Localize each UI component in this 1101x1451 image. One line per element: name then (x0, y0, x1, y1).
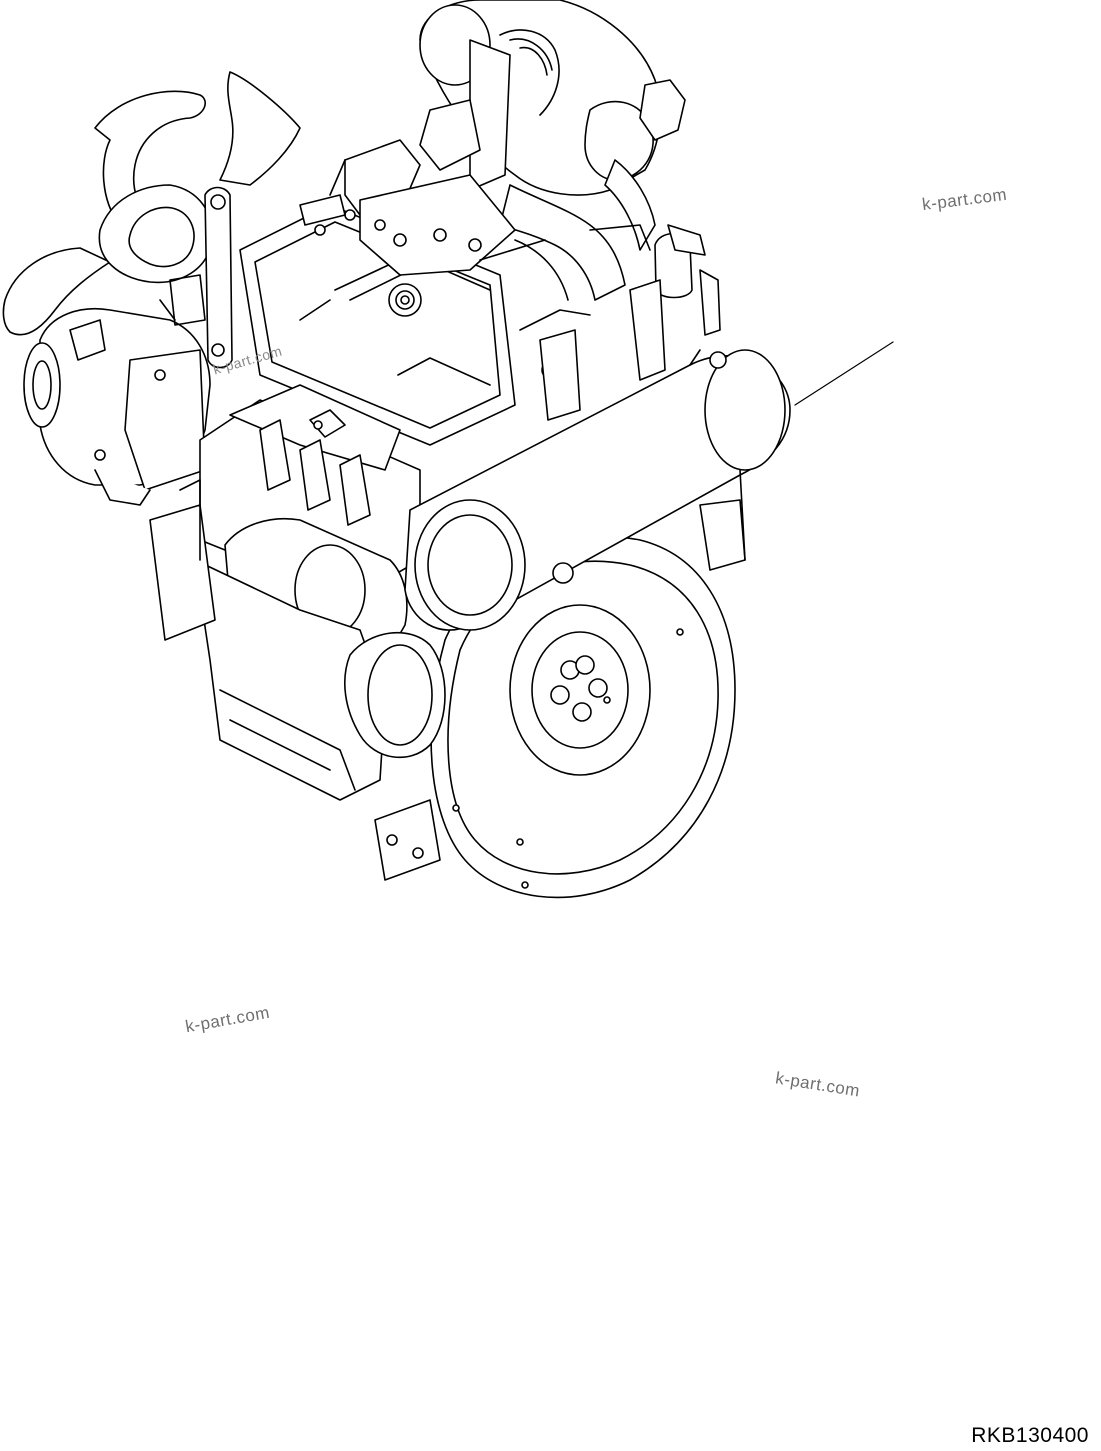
intake-duct (345, 633, 445, 758)
intake-pipe (500, 160, 655, 300)
misc-outlines (160, 160, 745, 560)
head-brackets (300, 100, 515, 275)
fuel-filter (540, 225, 720, 420)
flywheel-housing (431, 500, 745, 897)
muffler (405, 350, 790, 630)
alternator-bracket (205, 188, 232, 368)
leader-line (795, 342, 893, 405)
cooling-fan (3, 72, 300, 335)
alternator (24, 309, 210, 505)
drawing-code: RKB130400 (971, 1424, 1089, 1447)
air-cleaner (420, 0, 685, 195)
oil-pan (150, 505, 440, 880)
